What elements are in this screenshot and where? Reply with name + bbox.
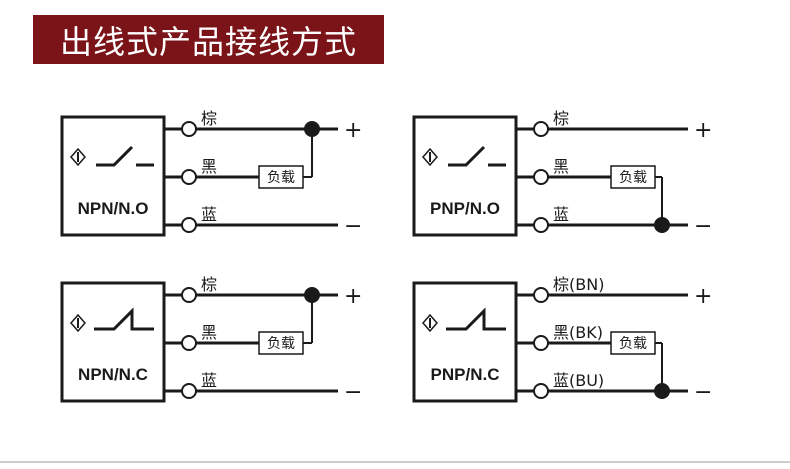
- minus-sign: −: [694, 380, 712, 405]
- wire-label-1: 黑: [201, 157, 217, 176]
- terminal-circle: [533, 287, 549, 303]
- junction-dot: [654, 217, 670, 233]
- terminal-circle: [533, 335, 549, 351]
- sensor-symbol-icon: [70, 147, 86, 167]
- junction-dot: [654, 383, 670, 399]
- plus-sign: +: [344, 284, 362, 309]
- model-label: PNP/N.C: [431, 365, 500, 384]
- wire-label-1: 黑: [201, 323, 217, 342]
- terminal-circle: [181, 335, 197, 351]
- terminal-circle: [533, 383, 549, 399]
- wire-label-0: 棕(BN): [553, 275, 604, 294]
- wire-label-2: 蓝(BU): [553, 371, 604, 390]
- wire-label-2: 蓝: [201, 371, 217, 390]
- model-label: PNP/N.O: [430, 199, 500, 218]
- sensor-symbol-icon: [422, 313, 438, 333]
- sensor-symbol-icon: [422, 147, 438, 167]
- switch-nc-symbol: [446, 307, 506, 331]
- terminal-circle: [181, 217, 197, 233]
- junction-dot: [304, 121, 320, 137]
- minus-sign: −: [344, 214, 362, 239]
- load-label: 负载: [267, 336, 295, 352]
- sensor-body: [60, 115, 166, 237]
- load-label: 负载: [267, 170, 295, 186]
- terminal-circle: [181, 169, 197, 185]
- terminal-circle: [533, 217, 549, 233]
- model-label: NPN/N.C: [78, 365, 148, 384]
- title-banner: 出线式产品接线方式: [33, 15, 384, 64]
- sensor-body: [60, 281, 166, 403]
- wire-label-2: 蓝: [553, 205, 569, 224]
- minus-sign: −: [694, 214, 712, 239]
- wire-label-0: 棕: [201, 275, 217, 294]
- model-label: NPN/N.O: [78, 199, 149, 218]
- wire-label-1: 黑(BK): [553, 323, 603, 342]
- load-label: 负载: [619, 336, 647, 352]
- terminal-circle: [181, 287, 197, 303]
- switch-no-symbol: [96, 145, 154, 167]
- terminal-circle: [533, 121, 549, 137]
- diagram-pnp-no: PNP/N.O 棕黑蓝 负载 + −: [412, 109, 712, 239]
- diagram-pnp-nc: PNP/N.C 棕(BN) 黑(BK) 蓝(BU) 负载 + −: [412, 275, 712, 405]
- sensor-body: [412, 281, 518, 403]
- minus-sign: −: [344, 380, 362, 405]
- plus-sign: +: [344, 118, 362, 143]
- terminal-circle: [181, 121, 197, 137]
- diagram-npn-nc: NPN/N.C 棕黑蓝 负载 + −: [60, 275, 362, 405]
- plus-sign: +: [694, 118, 712, 143]
- wire-label-2: 蓝: [201, 205, 217, 224]
- load-label: 负载: [619, 170, 647, 186]
- junction-dot: [304, 287, 320, 303]
- sensor-symbol-icon: [70, 313, 86, 333]
- switch-nc-symbol: [94, 307, 154, 331]
- page-title: 出线式产品接线方式: [59, 22, 357, 61]
- switch-no-symbol: [448, 145, 506, 167]
- wire-label-0: 棕: [201, 109, 217, 128]
- plus-sign: +: [694, 284, 712, 309]
- terminal-circle: [533, 169, 549, 185]
- wire-label-1: 黑: [553, 157, 569, 176]
- wire-label-0: 棕: [553, 109, 569, 128]
- terminal-circle: [181, 383, 197, 399]
- diagram-npn-no: NPN/N.O 棕黑蓝 负载 + −: [60, 109, 362, 239]
